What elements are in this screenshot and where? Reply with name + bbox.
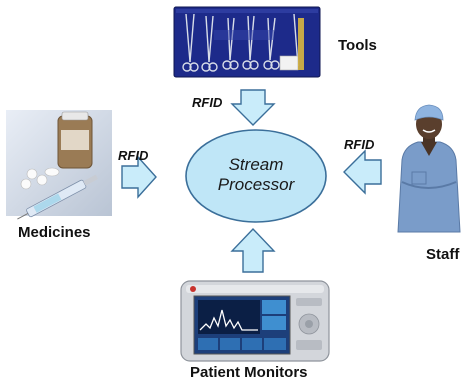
staff-label: Staff [426,246,460,263]
stream-processor-line2: Processor [217,175,295,194]
stream-processor-node: Stream Processor [186,155,326,195]
rfid-label-staff: RFID [344,137,375,152]
medicines-image [6,110,112,220]
rfid-label-medicines: RFID [118,148,149,163]
rfid-label-tools: RFID [192,95,223,110]
arrow-tools-to-processor [230,89,276,126]
tools-label: Tools [338,37,377,54]
tools-image [172,4,324,79]
arrow-monitors-to-processor [230,227,276,273]
medicines-label: Medicines [18,224,91,241]
stream-processor-shape [185,129,327,223]
stream-processor-line1: Stream [228,155,284,174]
staff-image [388,102,470,233]
arrow-staff-to-processor [343,149,382,195]
patient-monitors-label: Patient Monitors [190,364,308,381]
patient-monitor-image [180,280,330,362]
arrow-medicines-to-processor [121,155,157,199]
